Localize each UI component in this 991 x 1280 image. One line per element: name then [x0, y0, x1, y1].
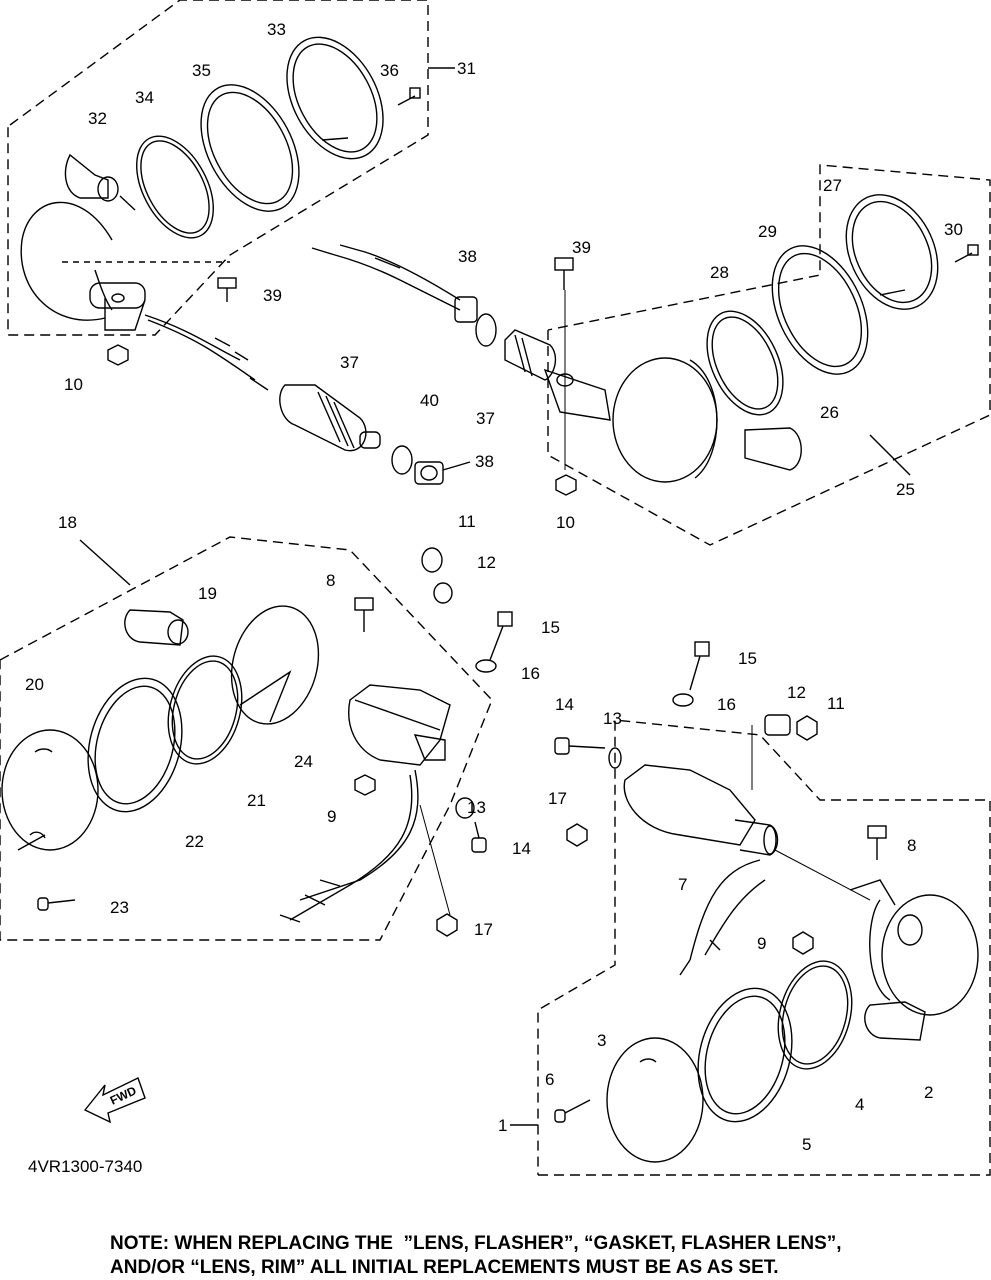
part-number-label: 30 [944, 220, 963, 239]
nut-11-right [796, 715, 818, 741]
part-number-label: 16 [717, 695, 736, 714]
part-number-label: 34 [135, 88, 154, 107]
part-number-label: 15 [541, 618, 560, 637]
note-line-2: AND/OR “LENS, RIM” ALL INITIAL REPLACEME… [110, 1257, 779, 1278]
replacement-note: NOTE: WHEN REPLACING THE ”LENS, FLASHER”… [110, 1232, 970, 1280]
bolt-8-left [354, 597, 374, 632]
part-number-label: 27 [823, 176, 842, 195]
part-number-label: 21 [247, 791, 266, 810]
bolt-14-left [471, 821, 487, 853]
part-number-label: 38 [458, 247, 477, 266]
part-number-label: 10 [64, 375, 83, 394]
drawing-code: 4VR1300-7340 [28, 1157, 142, 1176]
part-number-label: 13 [467, 798, 486, 817]
part-number-label: 24 [294, 752, 313, 771]
washer-13-right [608, 747, 622, 769]
note-line-1: NOTE: WHEN REPLACING THE ”LENS, FLASHER”… [110, 1233, 842, 1254]
part-number-label: 19 [198, 584, 217, 603]
part-number-label: 5 [802, 1135, 811, 1154]
connector-37-left [279, 384, 381, 452]
nut-9-right [792, 931, 814, 955]
nut-17-right [566, 823, 588, 847]
part-labels: 1234567889910101111121213131414151516161… [25, 20, 963, 1154]
front-right-flasher-assembly [510, 719, 991, 1176]
part-number-label: 4 [855, 1095, 864, 1114]
part-number-label: 10 [556, 513, 575, 532]
washer-40 [391, 445, 413, 475]
left-wiring-harness [144, 314, 269, 391]
front-left-flasher-assembly [0, 536, 493, 941]
part-number-label: 17 [548, 789, 567, 808]
part-number-label: 20 [25, 675, 44, 694]
part-number-label: 33 [267, 20, 286, 39]
part-number-label: 2 [924, 1083, 933, 1102]
nut-11-left [421, 547, 443, 573]
washer-13-left [455, 797, 475, 819]
part-number-label: 6 [545, 1070, 554, 1089]
rear-right-flasher-assembly [504, 164, 991, 546]
bolt-15-left [489, 611, 513, 661]
part-number-label: 31 [457, 59, 476, 78]
part-number-label: 29 [758, 222, 777, 241]
part-number-label: 28 [710, 263, 729, 282]
bolt-15-right [689, 641, 710, 691]
part-number-label: 1 [498, 1116, 507, 1135]
part-number-label: 13 [603, 709, 622, 728]
part-number-label: 8 [907, 836, 916, 855]
part-number-label: 9 [327, 807, 336, 826]
nut-10-right [555, 474, 577, 496]
bolt-14-right [554, 737, 606, 755]
bolt-8-right [867, 825, 887, 860]
collar-12-right [764, 714, 791, 736]
part-number-label: 11 [458, 512, 476, 531]
collar-12-left [433, 582, 453, 604]
part-number-label: 11 [827, 694, 845, 713]
part-number-label: 23 [110, 898, 129, 917]
part-number-label: 18 [58, 513, 77, 532]
nut-17-left [436, 913, 458, 937]
bolt-39-left [217, 277, 237, 302]
nut-38-lower [414, 461, 444, 485]
part-number-label: 39 [263, 286, 282, 305]
nut-9-left [354, 774, 376, 796]
part-number-label: 40 [420, 391, 439, 410]
right-wiring-harness [311, 244, 497, 347]
part-number-label: 12 [477, 553, 496, 572]
part-number-label: 3 [597, 1031, 606, 1050]
part-number-label: 17 [474, 920, 493, 939]
part-number-label: 14 [555, 695, 574, 714]
part-number-label: 36 [380, 61, 399, 80]
part-number-label: 9 [757, 934, 766, 953]
part-number-label: 32 [88, 109, 107, 128]
nut-10-left [107, 344, 129, 366]
part-number-label: 16 [521, 664, 540, 683]
bolt-39-right [554, 257, 574, 290]
part-number-label: 8 [326, 571, 335, 590]
part-number-label: 12 [787, 683, 806, 702]
part-number-label: 7 [678, 875, 687, 894]
washer-16-right [672, 693, 694, 707]
fwd-label: FWD [108, 1083, 139, 1107]
part-number-label: 26 [820, 403, 839, 422]
washer-16-left [475, 659, 497, 673]
part-number-label: 38 [475, 452, 494, 471]
part-number-label: 15 [738, 649, 757, 668]
part-number-label: 35 [192, 61, 211, 80]
part-number-label: 14 [512, 839, 531, 858]
part-number-label: 39 [572, 238, 591, 257]
fwd-arrow-icon [83, 1077, 146, 1124]
part-number-label: 37 [340, 353, 359, 372]
part-number-label: 37 [476, 409, 495, 428]
rear-left-flasher-assembly [7, 0, 455, 336]
part-number-label: 25 [896, 480, 915, 499]
part-number-label: 22 [185, 832, 204, 851]
